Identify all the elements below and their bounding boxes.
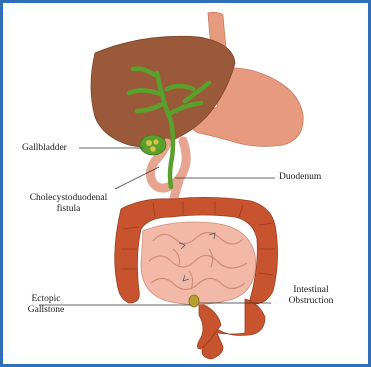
- small-intestine: [141, 222, 256, 305]
- gallbladder-label: Gallbladder: [22, 143, 67, 154]
- ectopic-label-line1: Ectopic: [20, 294, 72, 305]
- duodenum-label: Duodenum: [279, 172, 321, 183]
- obstruction-label-line2: Obstruction: [276, 296, 346, 307]
- fistula-label: Cholecystoduodenal fistula: [16, 193, 121, 215]
- obstruction-label-line1: Intestinal: [276, 285, 346, 296]
- fistula-label-line1: Cholecystoduodenal: [16, 193, 121, 204]
- fistula-label-line2: fistula: [16, 204, 121, 215]
- obstruction-label: Intestinal Obstruction: [276, 285, 346, 307]
- gallbladder: [140, 135, 166, 155]
- ectopic-label-line2: Gallstone: [20, 305, 72, 316]
- ectopic-gallstone-label: Ectopic Gallstone: [20, 294, 72, 316]
